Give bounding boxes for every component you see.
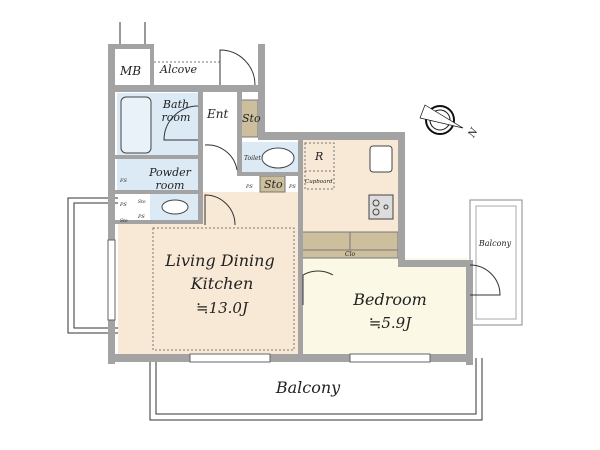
- bedroom-label: Bedroom: [352, 290, 427, 309]
- bedroom-door[interactable]: [302, 270, 334, 305]
- ldk-dashed-area: [152, 227, 295, 351]
- mb-label: MB: [119, 64, 141, 78]
- sto-small-label: Sto: [138, 199, 146, 205]
- hall-floor: [203, 192, 300, 224]
- ldk-door[interactable]: [204, 194, 236, 226]
- bath-door[interactable]: [163, 105, 199, 141]
- side-balcony-right: [469, 199, 523, 326]
- storage-hall-label: Sto: [264, 178, 283, 191]
- alcove-label: Alcove: [159, 63, 197, 76]
- bath-label-2: room: [162, 111, 191, 124]
- side-balcony-label: Balcony: [478, 239, 512, 248]
- walls: [108, 44, 473, 365]
- ps-label: PS: [288, 184, 296, 190]
- toilet-bowl: [261, 147, 295, 169]
- ldk-label-1: Living Dining: [164, 251, 274, 270]
- window-left: [107, 239, 116, 321]
- balcony-door[interactable]: [469, 264, 501, 296]
- fs-label: FS: [119, 178, 127, 184]
- ps-label: PS: [137, 214, 145, 220]
- storage-entrance-label: Sto: [242, 112, 261, 125]
- window-bottom-bedroom: [349, 353, 431, 363]
- north-label: N: [466, 125, 481, 140]
- toilet-door[interactable]: [204, 144, 238, 171]
- main-balcony: [149, 358, 483, 421]
- ldk-floor: [118, 222, 300, 355]
- toilet-label: Toilet: [244, 155, 262, 162]
- ldk-label-2: Kitchen: [190, 274, 254, 293]
- mb-floor: [113, 48, 150, 85]
- powder-floor: [117, 158, 200, 192]
- bath-label-1: Bath: [162, 98, 189, 111]
- refrigerator-label: R: [314, 150, 323, 163]
- ps-label: PS: [119, 202, 127, 208]
- powder-label-2: room: [156, 179, 185, 192]
- cupboard-label: Cupboard: [305, 179, 333, 185]
- main-balcony-label: Balcony: [275, 378, 341, 397]
- entrance-label: Ent: [206, 107, 228, 121]
- bathtub: [120, 96, 152, 154]
- cupboard: [304, 170, 335, 190]
- kitchen-sink: [369, 145, 393, 173]
- closet-label: Clo: [345, 251, 356, 258]
- sink-basin: [161, 199, 189, 215]
- sto-small-label: Sto: [120, 218, 128, 224]
- side-balcony-left: [67, 197, 118, 334]
- stove: [368, 194, 394, 220]
- entrance-door[interactable]: [219, 49, 256, 86]
- bedroom-floor: [302, 258, 467, 355]
- refrigerator-space: [304, 142, 335, 172]
- bedroom-area: ≒5.9J: [369, 314, 412, 332]
- ps-label: PS: [245, 184, 253, 190]
- ldk-area: ≒13.0J: [196, 299, 249, 317]
- mb-door[interactable]: [119, 22, 146, 44]
- compass-icon: N: [419, 104, 481, 140]
- window-bottom-ldk: [189, 353, 271, 363]
- powder-label-1: Powder: [148, 166, 192, 179]
